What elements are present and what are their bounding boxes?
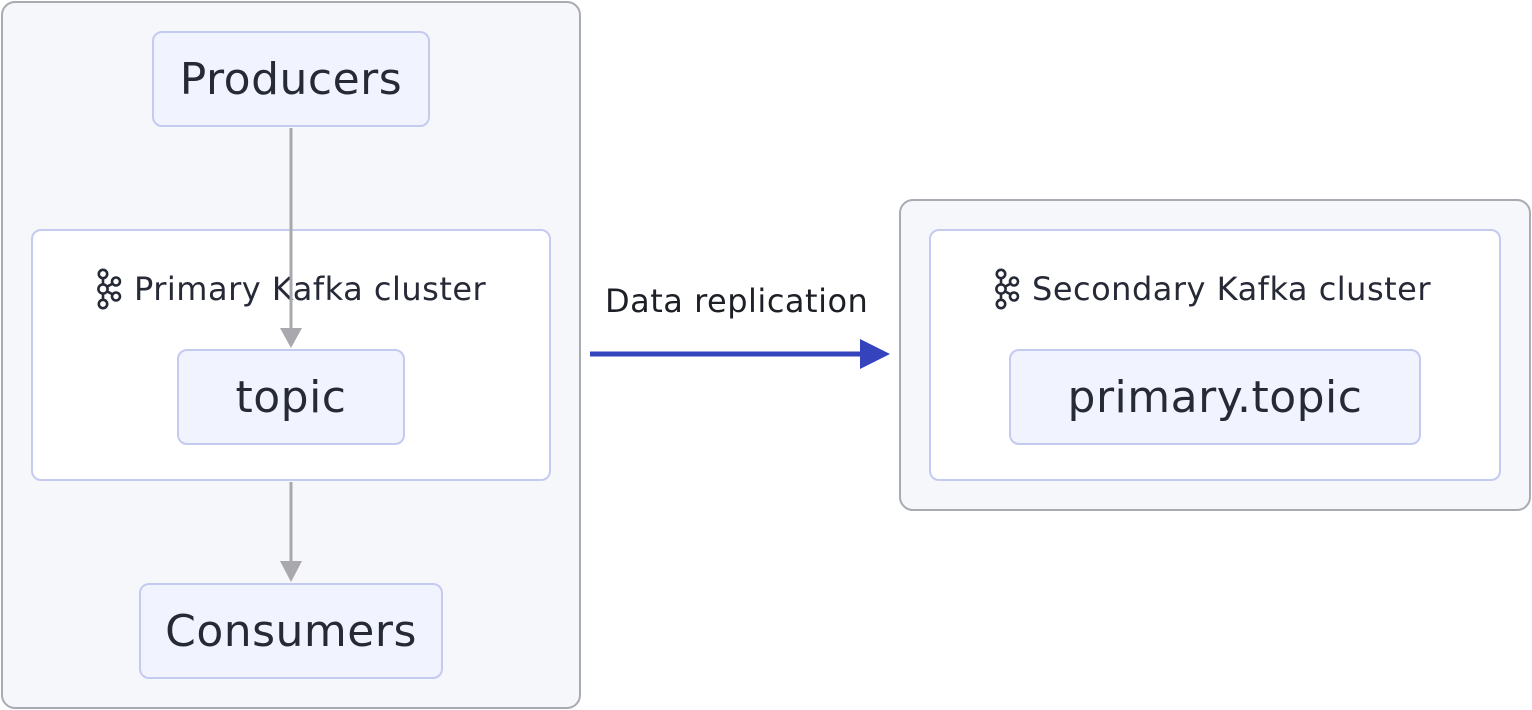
producers-to-topic-arrow [280,128,302,348]
secondary-cluster-label-text: Secondary Kafka cluster [1032,270,1432,308]
producers-node[interactable]: Producers [152,31,430,127]
consumers-node[interactable]: Consumers [139,583,443,679]
kafka-icon [92,268,122,310]
replication-label: Data replication [605,282,869,320]
kafka-icon [990,268,1020,310]
topic-label: topic [235,371,347,423]
secondary-cluster-label: Secondary Kafka cluster [990,268,1431,310]
producers-label: Producers [179,53,403,105]
cluster-to-consumers-arrow [280,482,302,582]
primary-cluster-label-text: Primary Kafka cluster [134,270,487,308]
consumers-label: Consumers [165,605,417,657]
primary-topic-node[interactable]: primary.topic [1009,349,1421,445]
primary-topic-label: primary.topic [1067,371,1363,423]
replication-arrow [590,339,890,369]
primary-cluster-label: Primary Kafka cluster [92,268,486,310]
topic-node[interactable]: topic [177,349,405,445]
